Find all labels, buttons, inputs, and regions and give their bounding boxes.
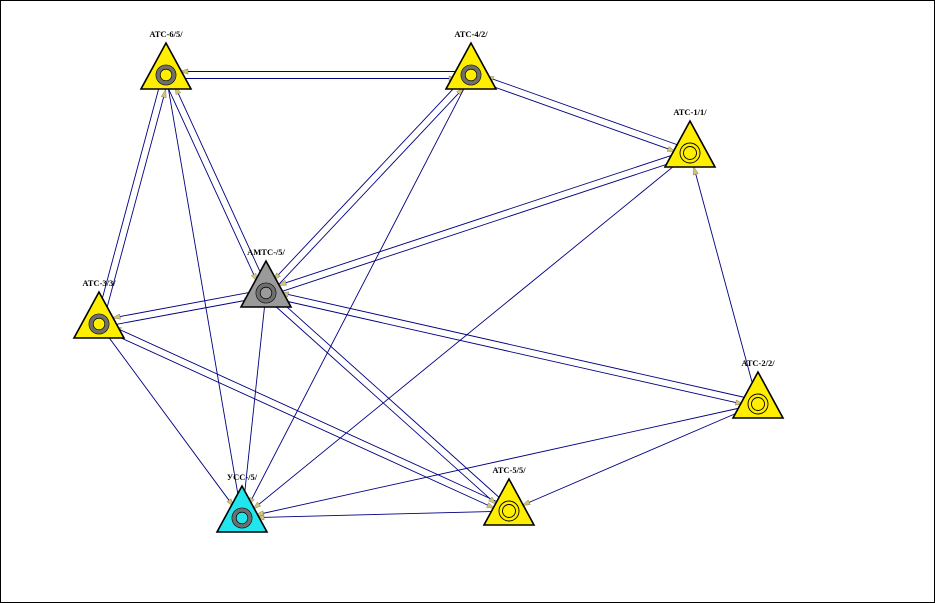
edge-line [278,299,502,500]
edge-line [521,409,746,506]
node-label: АТС-3/3/ [82,278,116,288]
edge-amts-to-ats5 [273,304,497,505]
edge-ats2-to-ats5 [521,409,746,506]
node-label: АМТС-/5/ [247,247,285,257]
edge-line [174,86,264,279]
triangle-icon [731,370,785,419]
thin-double-ring-icon [747,393,769,415]
node-ats5[interactable]: АТС-5/5/ [482,465,536,526]
edge-line [280,292,746,398]
thick-ring-icon [155,64,177,86]
edge-ats2-to-ats1 [692,165,755,391]
edge-line [278,299,744,405]
node-label: АТС-1/1/ [673,107,707,117]
edge-line [167,88,241,505]
node-amts[interactable]: АМТС-/5/ [239,247,293,308]
edge-ats3-to-ats6 [105,88,167,312]
edge-line [168,89,258,282]
edge-line [255,510,496,519]
edge-line [106,335,235,507]
nodes-layer: АТС-6/5/АТС-4/2/АТС-1/1/АМТС-/5/АТС-3/3/… [72,29,785,533]
edge-line [110,332,495,509]
node-ats1[interactable]: АТС-1/1/ [663,107,717,168]
edge-ats1-to-amts [277,153,676,286]
node-label: АТС-6/5/ [149,29,183,39]
node-ats6[interactable]: АТС-6/5/ [139,29,193,90]
edge-line [105,89,167,312]
arrowhead-icon [277,279,287,286]
thick-ring-icon [88,313,110,335]
edge-line [277,87,465,286]
edge-line [252,161,680,510]
edge-line [280,160,678,293]
thick-ring-icon [460,64,482,86]
edge-line [248,87,465,506]
edges-layer [98,68,755,521]
arrowhead-icon [179,68,189,75]
node-ats3[interactable]: АТС-3/3/ [72,278,126,339]
thick-ring-icon [231,507,253,529]
edge-ats3-to-ats5 [110,332,496,509]
thin-double-ring-icon [679,142,701,164]
edge-line [272,82,460,281]
edge-ats1-to-uss [252,161,680,510]
arrowhead-icon [486,502,496,509]
edge-line [278,153,676,286]
node-uss[interactable]: УСС-/5/ [215,472,269,533]
node-label: АТС-4/2/ [454,29,488,39]
arrowhead-icon [252,501,262,510]
arrowhead-icon [692,165,699,176]
arrowhead-icon [160,88,167,99]
triangle-icon [482,477,536,526]
node-ats2[interactable]: АТС-2/2/ [731,358,785,419]
edge-ats4-to-ats6 [179,68,457,75]
edge-line [482,82,676,153]
edge-line [485,75,679,146]
node-label: АТС-5/5/ [492,465,526,475]
node-label: АТС-2/2/ [741,358,775,368]
edge-line [693,166,755,391]
arrowhead-icon [488,496,497,505]
edge-line [255,406,745,516]
edge-line [113,298,253,326]
edge-line [98,87,160,310]
arrowhead-icon [521,499,531,506]
edge-line [113,326,498,503]
thin-double-ring-icon [498,500,520,522]
edge-line [112,291,252,319]
arrowhead-icon [111,313,121,320]
triangle-icon [663,119,717,168]
edge-line [273,304,497,505]
edge-amts-to-ats3 [111,291,252,320]
edge-line [243,306,265,505]
thick-ring-icon [255,282,277,304]
node-label: УСС-/5/ [227,472,258,482]
node-ats4[interactable]: АТС-4/2/ [444,29,498,90]
